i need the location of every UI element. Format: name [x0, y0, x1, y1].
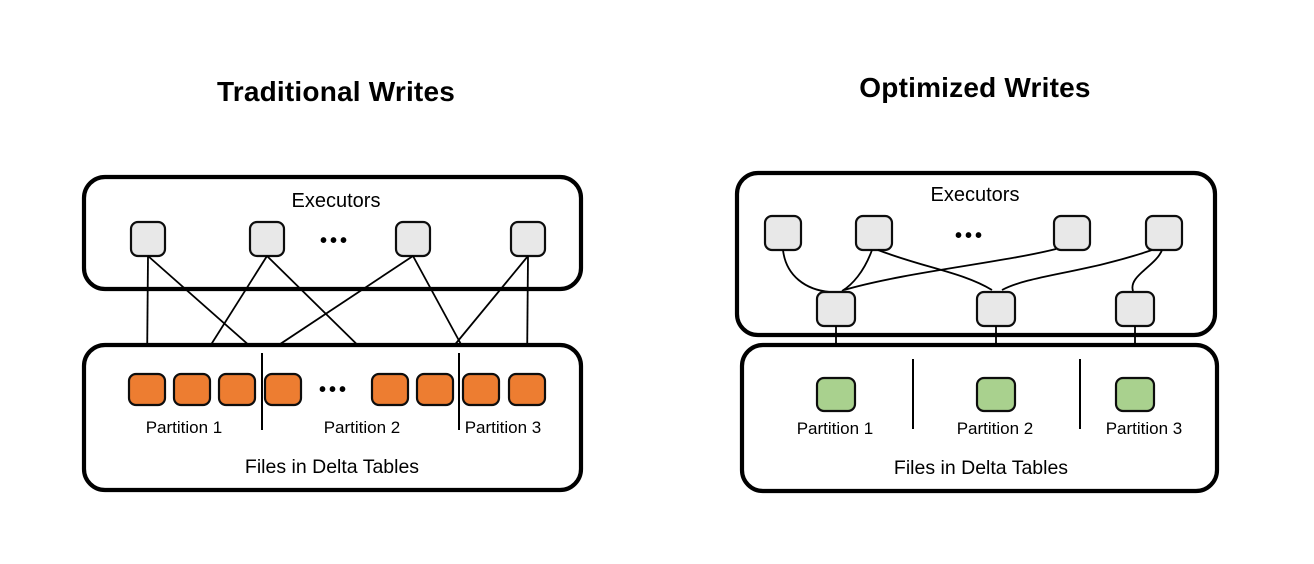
file-node: [127, 372, 167, 407]
files-label: Files in Delta Tables: [245, 456, 419, 478]
curve-executor3-task1: [843, 248, 1057, 291]
file-node: [1114, 376, 1156, 413]
partition-label: Partition 1: [146, 418, 223, 437]
executors-container: Executors •••: [81, 174, 584, 292]
curve-executor4-task3: [1131, 249, 1163, 292]
executor-node: [394, 220, 432, 258]
partition-label: Partition 1: [797, 419, 874, 438]
executor-node: [854, 214, 894, 252]
executor-node: [509, 220, 547, 258]
file-node: [172, 372, 212, 407]
executors-box: [734, 170, 1218, 338]
panel-title: Optimized Writes: [859, 72, 1090, 103]
ellipsis-icon: •••: [955, 225, 985, 247]
executors-label: Executors: [931, 184, 1020, 206]
partition-label: Partition 2: [324, 418, 401, 437]
executors-label: Executors: [292, 190, 381, 212]
curve-executor2-task2: [877, 249, 993, 291]
file-node: [263, 372, 303, 407]
executors-box: [81, 174, 584, 292]
files-label: Files in Delta Tables: [894, 457, 1068, 479]
shuffle-task-node: [1114, 290, 1156, 328]
executor-node: [1052, 214, 1092, 252]
file-node: [461, 372, 501, 407]
partition-label: Partition 3: [465, 418, 542, 437]
file-node: [370, 372, 410, 407]
executor-node: [763, 214, 803, 252]
files-container: Partition 1 Partition 2 Partition 3 File…: [739, 342, 1220, 494]
ellipsis-icon: •••: [320, 230, 350, 252]
executors-container: Executors •••: [734, 170, 1218, 338]
file-node: [975, 376, 1017, 413]
partition-label: Partition 3: [1106, 419, 1183, 438]
executor-node: [1144, 214, 1184, 252]
shuffle-task-node: [815, 290, 857, 328]
files-box: [739, 342, 1220, 494]
curve-executor4-task2: [1001, 249, 1153, 291]
shuffle-task-node: [975, 290, 1017, 328]
executor-node: [248, 220, 286, 258]
file-node: [815, 376, 857, 413]
shuffle-connectors: [782, 248, 1163, 293]
executor-node: [129, 220, 167, 258]
ellipsis-icon: •••: [319, 379, 349, 401]
file-node: [507, 372, 547, 407]
file-node: [217, 372, 257, 407]
files-container: ••• Partition 1 Partition 2 Partition 3 …: [81, 342, 584, 493]
file-node: [415, 372, 455, 407]
partition-label: Partition 2: [957, 419, 1034, 438]
traditional-writes-panel: Traditional Writes Executors •••: [81, 76, 584, 493]
panel-title: Traditional Writes: [217, 76, 455, 107]
optimized-writes-panel: Optimized Writes Executors •••: [734, 72, 1220, 494]
